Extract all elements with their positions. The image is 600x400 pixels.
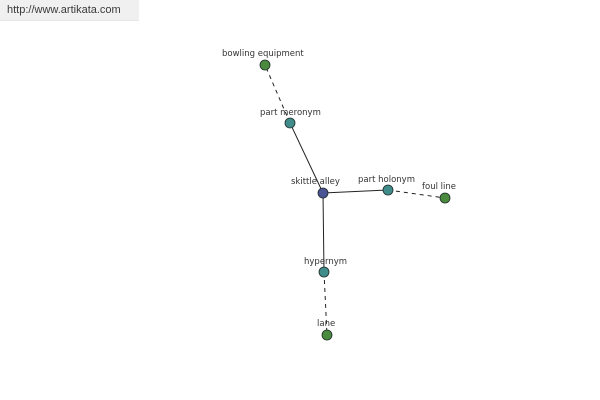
edge-center-holonym — [322, 189, 389, 194]
node-center-label: skittle alley — [291, 177, 340, 187]
node-bowling-label: bowling equipment — [222, 49, 304, 59]
node-lane-label: lane — [317, 319, 335, 329]
node-bowling-dot[interactable] — [259, 59, 271, 71]
node-hypernym[interactable]: hypernym — [304, 257, 347, 278]
nodes-layer: skittle alley part meronym part holonym hyp… — [222, 49, 456, 341]
node-lane-dot[interactable] — [321, 329, 333, 341]
node-holonym[interactable]: part holonym — [358, 175, 415, 196]
node-bowling[interactable]: bowling equipment — [222, 49, 304, 71]
source-url: http://www.artikata.com — [7, 4, 121, 16]
node-meronym-dot[interactable] — [284, 117, 296, 129]
edge-hypernym-lane — [323, 271, 328, 336]
node-center-dot[interactable] — [317, 187, 329, 199]
node-holonym-label: part holonym — [358, 175, 415, 185]
edge-center-meronym — [289, 122, 324, 194]
source-bar: http://www.artikata.com — [0, 0, 139, 21]
edges-layer — [264, 64, 446, 336]
edge-holonym-foul — [387, 189, 446, 199]
node-foul-label: foul line — [422, 182, 456, 192]
node-center[interactable]: skittle alley — [291, 177, 340, 199]
edge-center-hypernym — [322, 192, 325, 273]
node-hypernym-dot[interactable] — [318, 266, 330, 278]
node-foul[interactable]: foul line — [422, 182, 456, 204]
node-meronym[interactable]: part meronym — [260, 108, 321, 129]
edge-meronym-bowling — [264, 64, 291, 124]
node-meronym-label: part meronym — [260, 108, 321, 118]
node-lane[interactable]: lane — [317, 319, 335, 341]
node-hypernym-label: hypernym — [304, 257, 347, 267]
node-foul-dot[interactable] — [439, 192, 451, 204]
node-holonym-dot[interactable] — [382, 184, 394, 196]
